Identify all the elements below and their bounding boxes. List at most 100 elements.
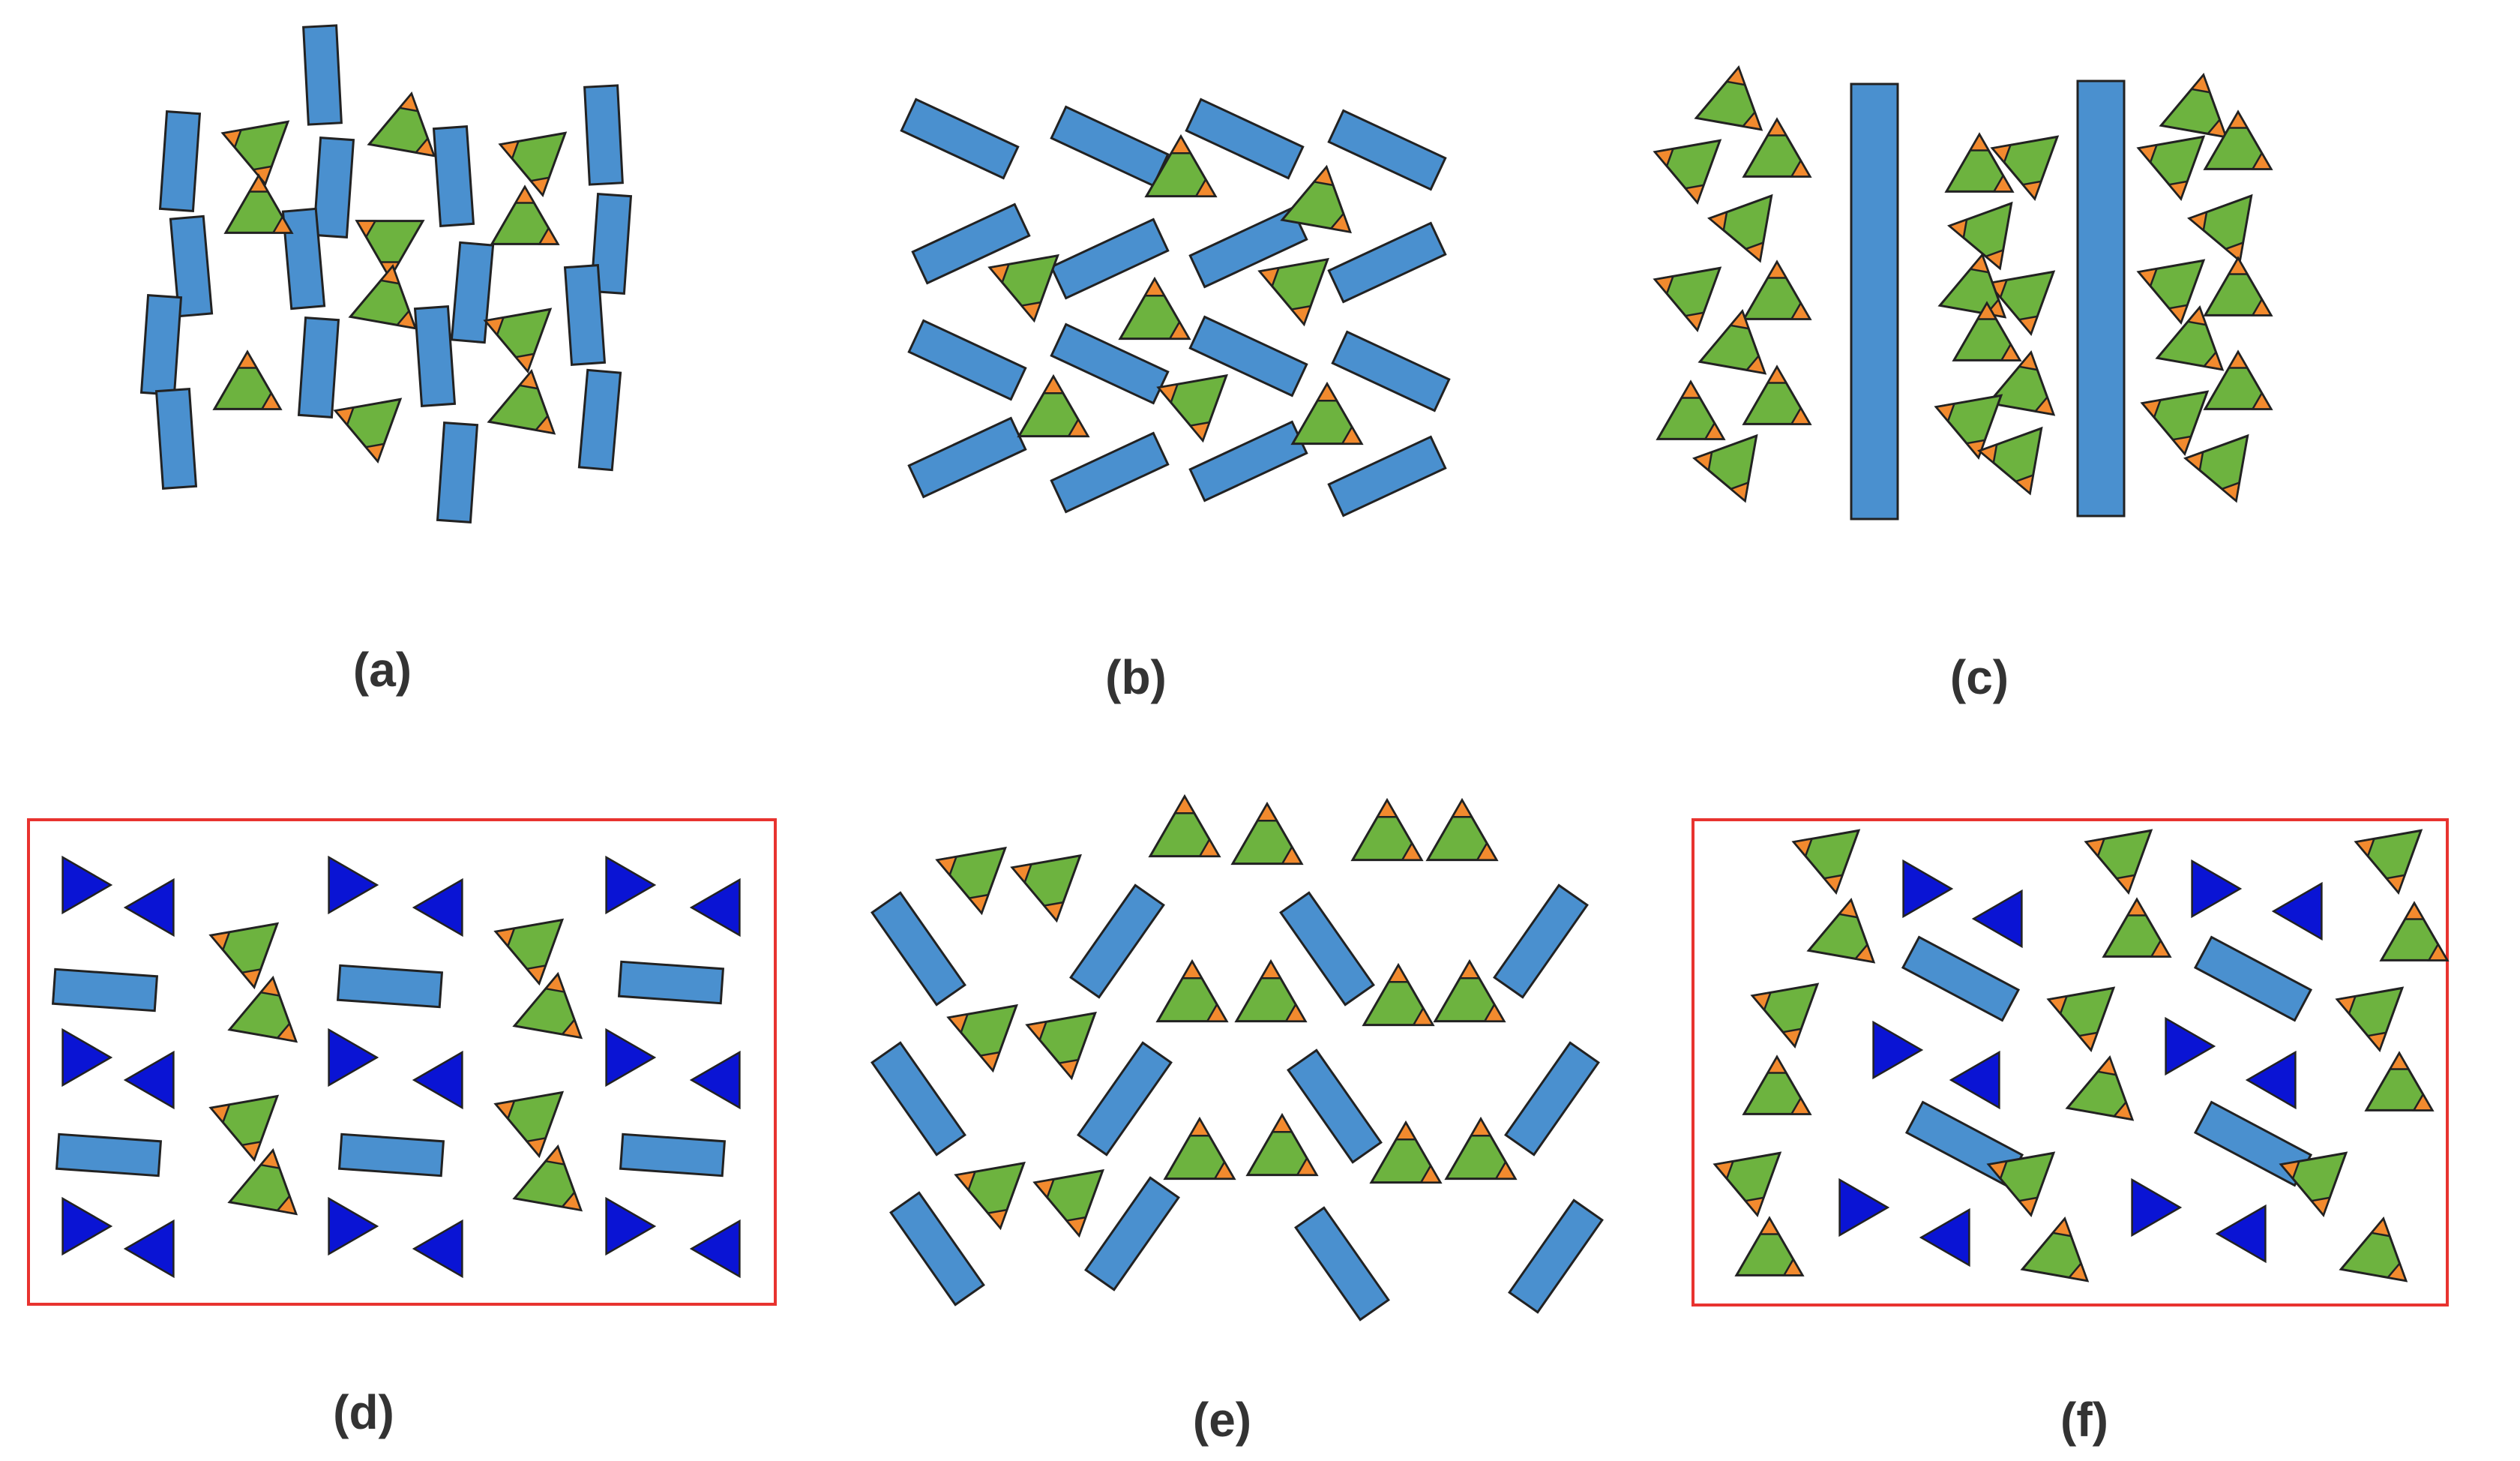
blue-rectangle-rod-a	[436, 422, 479, 524]
green-triangle-with-orange-corners-b	[1156, 374, 1228, 443]
green-triangle-with-orange-corners-c	[2187, 194, 2253, 263]
blue-rectangle-rod-a	[154, 388, 198, 490]
blue-rectangle-rod-e	[889, 1191, 985, 1306]
blue-rectangle-rod-e	[1069, 884, 1165, 999]
green-triangle-with-orange-corners-a	[348, 264, 418, 330]
blue-rectangle-rod-c	[1850, 82, 1899, 520]
blue-rectangle-rod-b	[1050, 218, 1170, 300]
dark-blue-triangle-arrow-d	[123, 1050, 175, 1110]
green-triangle-with-orange-corners-a	[498, 131, 568, 197]
dark-blue-triangle-arrow-d	[689, 1219, 741, 1279]
dark-blue-triangle-arrow-f	[1971, 889, 2023, 949]
dark-blue-triangle-arrow-f	[2245, 1050, 2297, 1110]
green-triangle-with-orange-corners-f	[2279, 1151, 2348, 1217]
green-triangle-with-orange-corners-e	[1010, 854, 1082, 923]
green-triangle-with-orange-corners-c	[2155, 305, 2225, 371]
blue-rectangle-rod-d	[55, 1132, 163, 1178]
blue-rectangle-rod-a	[312, 136, 355, 238]
green-triangle-with-orange-corners-c	[2159, 73, 2228, 139]
green-triangle-with-orange-corners-b	[1144, 134, 1218, 198]
green-triangle-with-orange-corners-c	[1742, 260, 1812, 320]
dark-blue-triangle-arrow-f	[2131, 1178, 2183, 1238]
dark-blue-triangle-arrow-d	[328, 855, 379, 915]
green-triangle-with-orange-corners-e	[1148, 794, 1221, 858]
blue-rectangle-rod-d	[617, 960, 725, 1005]
caption-c: (c)	[1950, 650, 2009, 704]
green-triangle-with-orange-corners-c	[1653, 139, 1722, 205]
green-triangle-with-orange-corners-a	[367, 92, 436, 158]
green-triangle-with-orange-corners-e	[1163, 1116, 1236, 1180]
green-triangle-with-orange-corners-d	[512, 1144, 583, 1212]
caption-e: (e)	[1193, 1393, 1251, 1447]
blue-rectangle-rod-e	[870, 891, 966, 1006]
green-triangle-with-orange-corners-c	[1990, 135, 2060, 201]
dark-blue-triangle-arrow-f	[2191, 859, 2243, 919]
blue-rectangle-rod-b	[1327, 435, 1447, 518]
green-triangle-with-orange-corners-a	[223, 173, 294, 234]
blue-rectangle-rod-e	[1504, 1041, 1600, 1156]
green-triangle-with-orange-corners-c	[1697, 309, 1767, 375]
dark-blue-triangle-arrow-f	[2215, 1204, 2267, 1264]
blue-rectangle-rod-a	[139, 294, 183, 396]
blue-rectangle-rod-a	[577, 368, 622, 472]
blue-rectangle-rod-c	[2076, 80, 2126, 518]
green-triangle-with-orange-corners-f	[1742, 1054, 1812, 1115]
green-triangle-with-orange-corners-c	[1937, 253, 2007, 319]
green-triangle-with-orange-corners-c	[1707, 194, 1773, 263]
green-triangle-with-orange-corners-e	[1444, 1116, 1518, 1180]
green-triangle-with-orange-corners-c	[1692, 434, 1758, 503]
blue-rectangle-rod-a	[563, 264, 607, 366]
green-triangle-with-orange-corners-b	[1118, 276, 1191, 340]
dark-blue-triangle-arrow-f	[1872, 1020, 1924, 1080]
caption-f: (f)	[2060, 1393, 2108, 1447]
green-triangle-with-orange-corners-e	[1230, 801, 1304, 866]
dark-blue-triangle-arrow-d	[605, 855, 657, 915]
green-triangle-with-orange-corners-c	[1694, 65, 1763, 131]
green-triangle-with-orange-corners-a	[490, 184, 560, 245]
shapes-layer	[27, 24, 2450, 1322]
green-triangle-with-orange-corners-f	[1734, 1216, 1805, 1276]
green-triangle-with-orange-corners-c	[1947, 201, 2013, 271]
dark-blue-triangle-arrow-f	[1902, 859, 1954, 919]
dark-blue-triangle-arrow-f	[1838, 1178, 1890, 1238]
blue-rectangle-rod-e	[1077, 1041, 1173, 1156]
blue-rectangle-rod-b	[1050, 431, 1170, 514]
blue-rectangle-rod-d	[337, 1132, 445, 1178]
green-triangle-with-orange-corners-e	[946, 1004, 1018, 1073]
green-triangle-with-orange-corners-c	[2203, 110, 2273, 170]
blue-rectangle-rod-a	[169, 214, 214, 318]
green-triangle-with-orange-corners-d	[493, 1090, 565, 1159]
green-triangle-with-orange-corners-f	[2084, 829, 2153, 895]
blue-rectangle-rod-b	[907, 416, 1027, 499]
dark-blue-triangle-arrow-f	[2271, 881, 2323, 941]
blue-rectangle-rod-b	[1327, 109, 1447, 191]
dark-blue-triangle-arrow-d	[328, 1196, 379, 1256]
green-triangle-with-orange-corners-e	[1433, 958, 1506, 1023]
blue-rectangle-rod-b	[1188, 420, 1308, 502]
blue-rectangle-rod-e	[1279, 891, 1375, 1006]
blue-rectangle-rod-e	[1508, 1198, 1604, 1314]
green-triangle-with-orange-corners-f	[1806, 898, 1876, 964]
dark-blue-triangle-arrow-d	[412, 1219, 463, 1279]
green-triangle-with-orange-corners-d	[208, 922, 280, 990]
green-triangle-with-orange-corners-c	[2203, 350, 2273, 410]
green-triangle-with-orange-corners-e	[1369, 1120, 1443, 1184]
green-triangle-with-orange-corners-f	[2364, 1051, 2435, 1112]
green-triangle-with-orange-corners-f	[2339, 1216, 2408, 1282]
blue-rectangle-rod-e	[1084, 1176, 1180, 1292]
green-triangle-with-orange-corners-f	[1986, 1151, 2056, 1217]
blue-rectangle-rod-a	[450, 241, 495, 344]
green-triangle-with-orange-corners-e	[1245, 1112, 1319, 1177]
green-triangle-with-orange-corners-a	[333, 398, 403, 464]
dark-blue-triangle-arrow-f	[1949, 1050, 2000, 1110]
blue-rectangle-rod-b	[900, 98, 1020, 180]
green-triangle-with-orange-corners-d	[493, 918, 565, 986]
green-triangle-with-orange-corners-b	[1280, 164, 1352, 234]
blue-rectangle-rod-a	[297, 316, 340, 418]
blue-rectangle-rod-f	[1901, 935, 2021, 1022]
blue-rectangle-rod-a	[583, 84, 624, 186]
blue-rectangle-rod-b	[1050, 105, 1170, 188]
red-boundary-frame-f	[1691, 818, 2449, 1306]
blue-rectangle-rod-e	[1294, 1206, 1390, 1322]
